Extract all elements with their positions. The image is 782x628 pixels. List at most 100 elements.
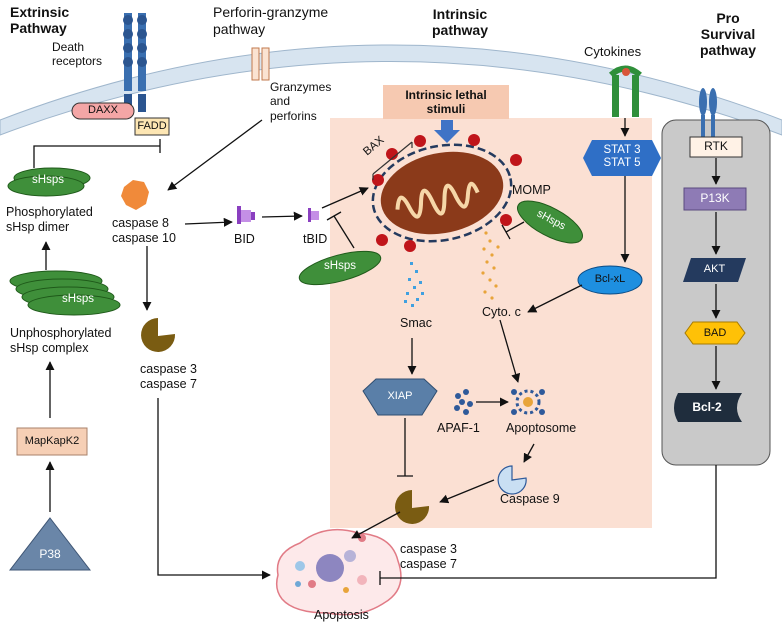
arrow-casp8-bid <box>184 217 233 227</box>
shsp-dimer-front <box>7 175 85 197</box>
caspase3-right-line: caspase 3 <box>400 542 457 556</box>
stat-label: STAT 3 STAT 5 <box>583 144 661 170</box>
death-receptor-icon <box>123 13 147 112</box>
intrinsic-heading-line1: Intrinsic <box>432 6 488 22</box>
lethal-line1: Intrinsic lethal <box>405 88 487 102</box>
cytokine-receptor-icon <box>608 65 642 117</box>
caspase-8-10-label: caspase 8 caspase 10 <box>112 216 176 246</box>
stat5-label: STAT 5 <box>603 157 641 170</box>
shsp-complex-label: sHsps <box>62 293 94 305</box>
caspase-3-7-right-label: caspase 3 caspase 7 <box>400 542 457 572</box>
shsp-complex-4 <box>27 294 121 316</box>
bcl2-label: Bcl-2 <box>692 400 722 414</box>
stat3-label: STAT 3 <box>603 144 641 156</box>
xiap-box <box>362 378 438 416</box>
daxx-box <box>71 102 135 120</box>
arrow-cytoc-apoptosome <box>499 319 521 383</box>
bclxl-label: Bcl-xL <box>594 273 626 285</box>
arrow-bid-tbid <box>261 211 303 221</box>
apaf1-icon <box>454 389 473 415</box>
phospho-dimer-label: Phosphorylated sHsp dimer <box>6 205 93 235</box>
granzymes-line1: Granzymes <box>270 80 332 94</box>
xiap-label: XIAP <box>387 390 413 402</box>
shsp-dimer-label: sHsps <box>32 174 64 186</box>
inhibit-survival-apoptosis <box>379 465 717 585</box>
phospho-line2: sHsp dimer <box>6 220 70 234</box>
caspase7-left-line: caspase 7 <box>140 377 197 391</box>
tbid-label: tBID <box>303 232 328 246</box>
p13k-box <box>683 187 747 211</box>
rtk-label: RTK <box>704 139 728 153</box>
apaf1-label: APAF-1 <box>437 421 480 435</box>
inhibit-dimer-fadd <box>33 139 161 168</box>
mapkapk2-box <box>16 427 88 456</box>
death-receptors-line1: Death <box>52 40 85 54</box>
arrow-casp3-apoptosis <box>351 511 401 539</box>
inhibit-shsp-cytoc <box>501 221 525 240</box>
caspase9-label: Caspase 9 <box>500 492 560 506</box>
unphospho-complex-label: Unphosphorylated sHsp complex <box>10 326 111 356</box>
smac-label: Smac <box>400 316 432 330</box>
granzymes-line3: perforins <box>270 108 317 123</box>
bid-icon <box>237 206 255 224</box>
p13k-label: P13K <box>700 191 730 205</box>
bad-box <box>684 321 746 345</box>
bax-bracket <box>372 141 413 180</box>
pro-survival-heading: Pro Survival pathway <box>686 10 770 58</box>
rtk-receptor-icon <box>699 88 717 137</box>
apoptosome-icon <box>511 389 545 415</box>
bclxl-oval <box>577 265 643 295</box>
pro-survival-line2: Survival <box>700 26 756 43</box>
lethal-line2: stimuli <box>426 102 466 117</box>
tbid-icon <box>308 208 319 222</box>
arrow-bclxl-cytoc <box>527 284 583 313</box>
unphospho-line1: Unphosphorylated <box>10 326 112 340</box>
intrinsic-heading: Intrinsic pathway <box>400 6 520 38</box>
akt-label: AKT <box>703 263 726 275</box>
bad-label: BAD <box>703 327 727 339</box>
perforin-pore-icon <box>251 47 270 81</box>
caspase3-left-icon <box>141 318 176 352</box>
extrinsic-heading-line1: Extrinsic <box>10 4 70 20</box>
inhibit-shsp-tbid <box>326 211 355 249</box>
mitochondrion-icon <box>371 134 522 252</box>
arrow-tbid-bax <box>321 187 369 209</box>
shsp-tbid-label: sHsps <box>324 260 356 272</box>
rtk-box <box>689 136 743 158</box>
pro-survival-line1: Pro <box>716 10 740 26</box>
pro-survival-line3: pathway <box>699 42 756 59</box>
shsp-tbid-oval <box>298 250 382 286</box>
death-receptors-label: Death receptors <box>52 40 102 69</box>
granzymes-line2: and <box>270 94 291 109</box>
extrinsic-heading: Extrinsic Pathway <box>10 4 69 36</box>
p38-label: P38 <box>39 547 61 561</box>
mapkapk2-label: MapKapK2 <box>24 435 80 447</box>
caspase3-right-icon <box>395 490 430 524</box>
akt-box <box>683 258 746 282</box>
caspase10-line: caspase 10 <box>112 231 176 245</box>
fadd-box <box>134 117 170 136</box>
cytokines-label: Cytokines <box>584 44 642 59</box>
granzymes-label: Granzymes and perforins <box>270 80 331 123</box>
caspase-3-7-left-label: caspase 3 caspase 7 <box>140 362 197 392</box>
shsp-momp-oval <box>517 200 583 244</box>
stat-box <box>583 140 661 176</box>
lethal-arrow-icon <box>434 120 460 143</box>
cell-membrane <box>0 44 782 136</box>
perforin-heading-line1: Perforin-granzyme <box>213 4 329 20</box>
caspase8-icon <box>121 180 149 210</box>
p38-triangle <box>8 517 92 571</box>
fadd-label: FADD <box>137 120 167 132</box>
perforin-heading-line2: pathway <box>213 20 266 37</box>
smac-dots <box>404 262 424 307</box>
apoptosis-label: Apoptosis <box>314 608 369 622</box>
apoptosome-label: Apoptosome <box>506 421 577 435</box>
bcl2-box <box>674 393 742 422</box>
caspase7-right-line: caspase 7 <box>400 557 457 571</box>
bid-label: BID <box>234 232 255 246</box>
daxx-label: DAXX <box>88 104 118 116</box>
unphospho-line2: sHsp complex <box>10 341 89 355</box>
momp-label: MOMP <box>512 183 551 197</box>
